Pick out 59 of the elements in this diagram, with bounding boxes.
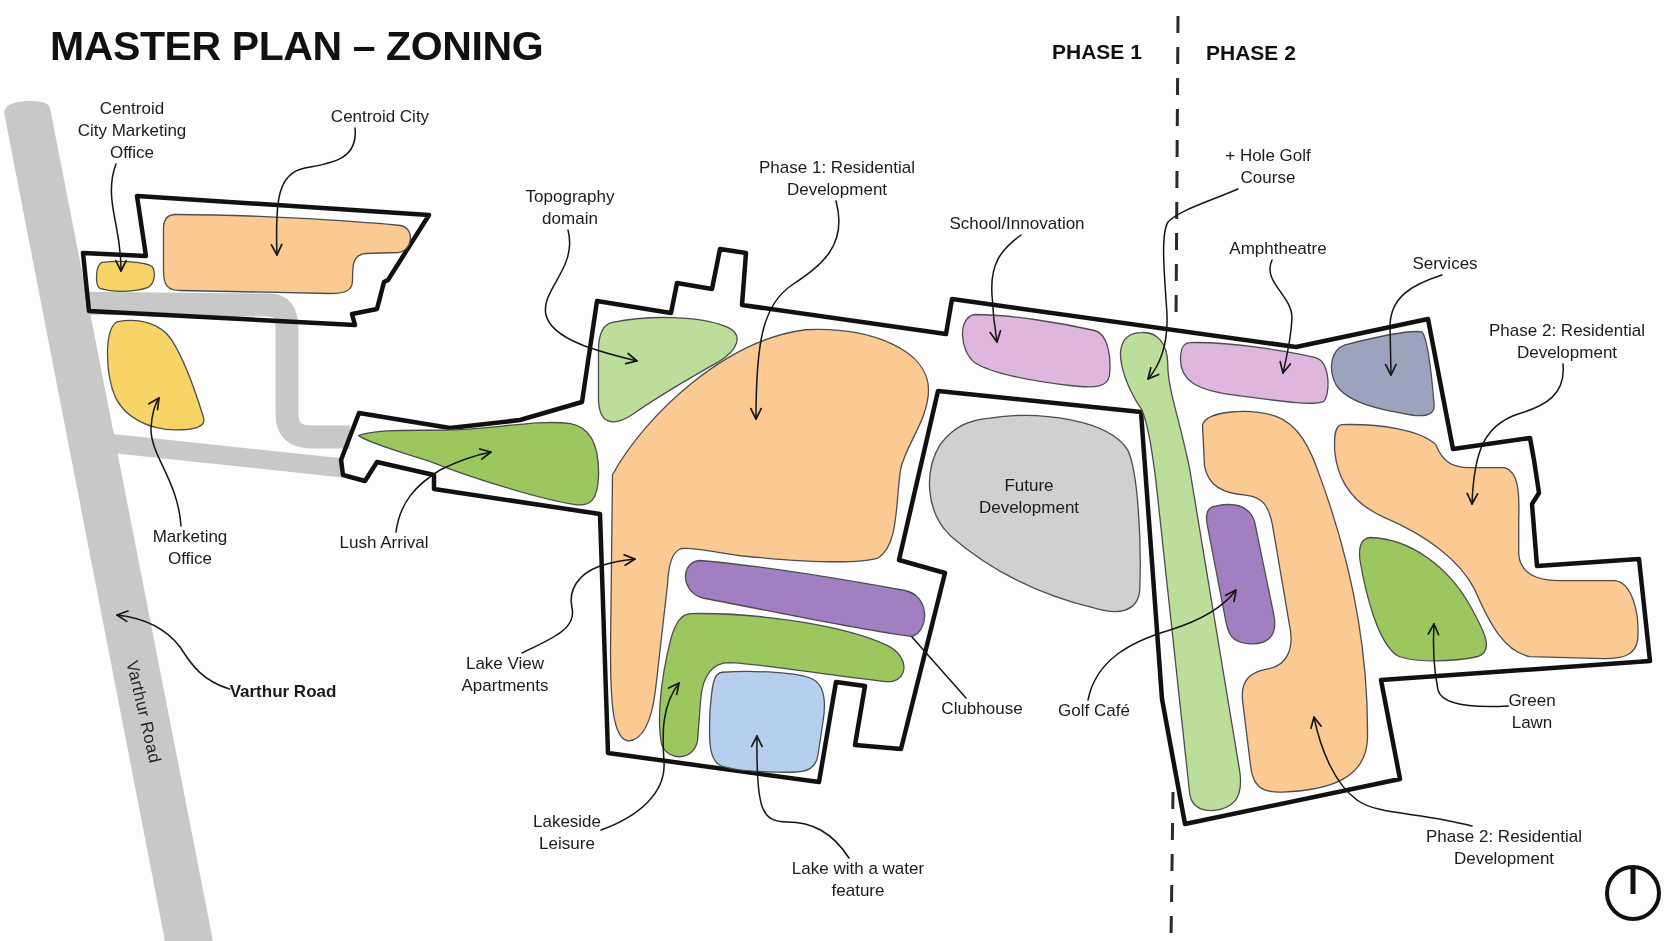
zone-label: Topography domain <box>525 186 615 230</box>
zone-label: Future Development <box>978 475 1080 519</box>
road-label: Varthur Road <box>121 658 165 766</box>
leader-line <box>1427 623 1510 708</box>
leader-line <box>116 610 231 690</box>
clubhouse-zone <box>684 558 927 638</box>
residential-zone <box>1333 423 1640 661</box>
zone-label: Amphtheatre <box>1229 238 1327 260</box>
leader-line <box>270 127 356 256</box>
lawn-zone <box>1358 535 1488 662</box>
zone-label: Phase 1: Residential Development <box>759 157 915 201</box>
zone-label: + Hole Golf Course <box>1225 145 1311 189</box>
lake <box>708 669 827 774</box>
leader-line <box>544 229 638 365</box>
landscape-zone <box>596 315 739 423</box>
zone-label: Centroid City Marketing Office <box>77 98 187 164</box>
leader-line <box>989 234 1022 343</box>
landscape-zone <box>356 421 600 507</box>
zone-label: Centroid City <box>330 106 430 128</box>
leader-line <box>1310 716 1473 827</box>
zone-label: School/Innovation <box>949 213 1085 235</box>
leader-line <box>521 554 636 654</box>
leader-line <box>750 200 840 420</box>
amphitheatre-zone <box>1178 341 1329 406</box>
residential-zone <box>1200 409 1369 794</box>
zone-label: Clubhouse <box>941 698 1023 720</box>
diagram-title: MASTER PLAN – ZONING <box>50 23 544 69</box>
zone-label: Phase 2: Residential Development <box>1426 826 1582 870</box>
zone-label: Lake View Apartments <box>461 653 549 697</box>
leader-line <box>110 163 127 272</box>
leader-line <box>600 682 680 831</box>
leader-line <box>148 397 182 527</box>
leader-line <box>395 448 492 533</box>
zone-label: Green Lawn <box>1508 690 1556 734</box>
cafe-zone <box>1205 503 1277 646</box>
school-zone <box>961 312 1112 388</box>
zone-label: Services <box>1412 253 1478 275</box>
leader-line <box>1384 274 1443 376</box>
phase-label: PHASE 1 <box>1052 40 1142 64</box>
zone-label: Phase 2: Residential Development <box>1489 320 1645 364</box>
leader-line <box>1147 188 1239 380</box>
development-zone <box>161 212 412 295</box>
office-zone <box>94 259 156 293</box>
leisure-zone <box>658 612 906 759</box>
zone-label: Lake with a water feature <box>791 858 925 902</box>
zone-label: Marketing Office <box>152 526 228 570</box>
services-zone <box>1329 330 1436 418</box>
phase-label: PHASE 2 <box>1206 41 1296 65</box>
leader-line <box>1087 589 1237 701</box>
leader-line <box>1466 363 1564 505</box>
road-label: Varthur Road <box>229 681 337 703</box>
leader-line <box>911 636 967 699</box>
leader-line <box>1269 259 1293 374</box>
zone-label: Lush Arrival <box>339 532 429 554</box>
leader-line <box>750 735 850 859</box>
zone-label: Golf Café <box>1058 700 1130 722</box>
office-zone <box>106 319 206 432</box>
residential-zone <box>608 328 930 743</box>
zone-label: Lakeside Leisure <box>532 811 602 855</box>
